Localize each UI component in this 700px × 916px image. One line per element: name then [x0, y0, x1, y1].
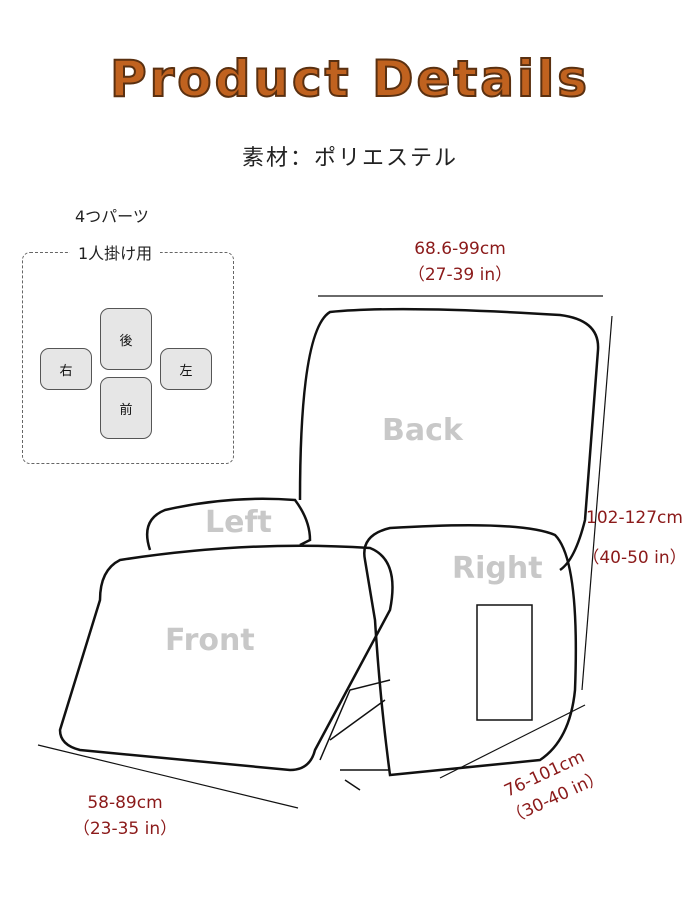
- piece-left: 左: [160, 348, 212, 390]
- label-back: Back: [382, 413, 464, 448]
- front-dimension-line: [37, 744, 299, 809]
- height-dimension-line: [581, 315, 613, 691]
- piece-front: 前: [100, 377, 152, 439]
- chair-left-arm: [145, 497, 312, 551]
- width-in: （27-39 in）: [407, 265, 513, 285]
- chair-footrest: [58, 544, 394, 772]
- height-dimension: 102-127cm （40-50 in）: [572, 505, 697, 571]
- material-label: 素材：ポリエステル: [241, 146, 458, 171]
- width-cm: 68.6-99cm: [414, 239, 506, 259]
- label-right: Right: [452, 551, 543, 586]
- front-in: （23-35 in）: [72, 819, 178, 839]
- width-dimension: 68.6-99cm （27-39 in）: [390, 236, 530, 288]
- side-pocket: [476, 604, 533, 721]
- piece-right: 右: [40, 348, 92, 390]
- page-title: Product Details: [109, 49, 591, 109]
- parts-count: 4つパーツ: [75, 207, 149, 226]
- depth-dimension-line: [439, 704, 586, 779]
- height-in: （40-50 in）: [582, 548, 687, 568]
- front-dimension: 58-89cm （23-35 in）: [60, 790, 190, 842]
- label-left: Left: [205, 505, 272, 540]
- parts-box-label: 1人掛け用: [70, 240, 161, 264]
- height-cm: 102-127cm: [586, 508, 683, 528]
- chair-back: [298, 307, 600, 572]
- label-front: Front: [165, 623, 255, 658]
- piece-back: 後: [100, 308, 152, 370]
- chair-mechanism: [319, 679, 391, 791]
- front-cm: 58-89cm: [87, 793, 163, 813]
- chair-right-arm: [363, 523, 578, 777]
